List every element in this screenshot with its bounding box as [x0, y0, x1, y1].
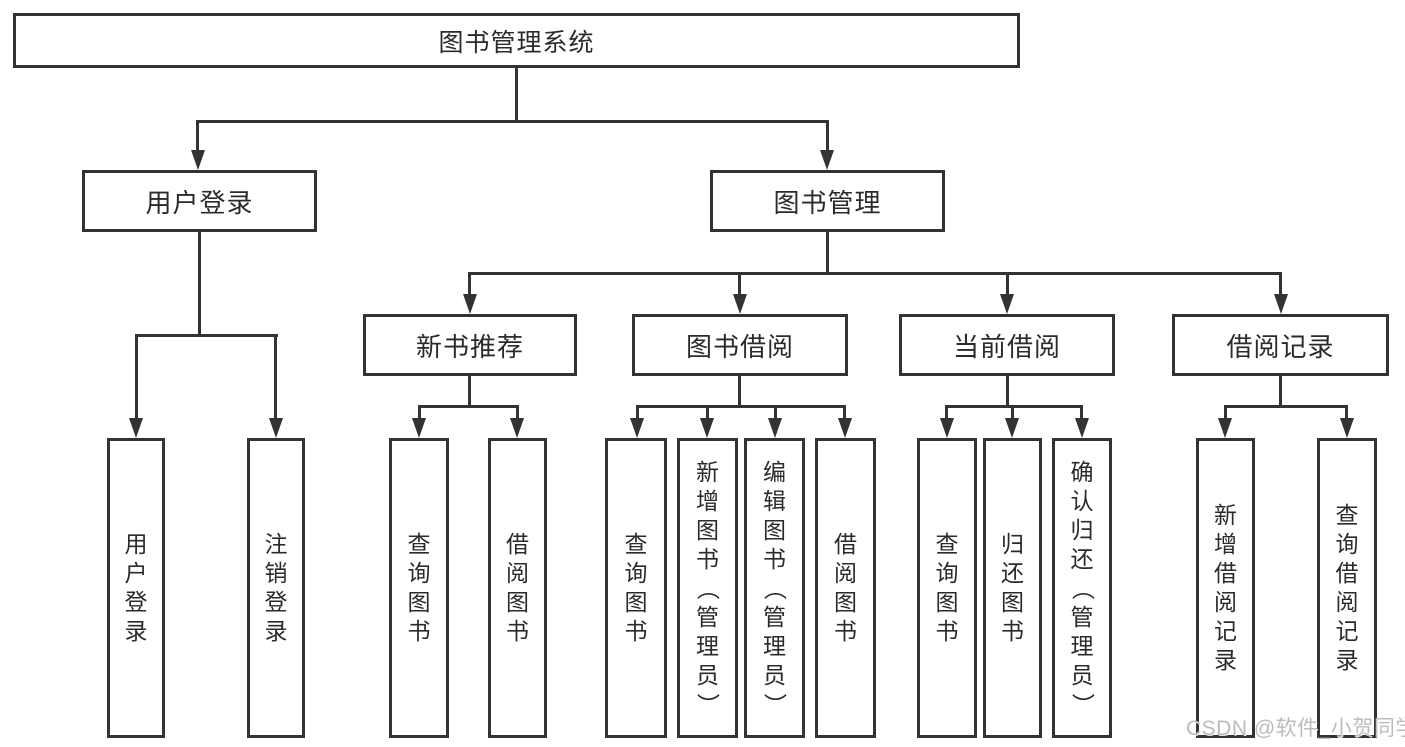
connector-book-borrow-drop: [738, 376, 741, 408]
arrow-down-icon: [733, 294, 747, 314]
leaf-borrow-edit-books-admin: 编辑图书（管理员）: [744, 438, 805, 738]
connector-stem-leaf: [1345, 405, 1348, 420]
leaf-newbook-borrow-books: 借阅图书: [488, 438, 547, 738]
connector-stem-book-mgmt: [826, 120, 829, 154]
leaf-user-login: 用户登录: [107, 438, 165, 738]
arrow-down-icon: [940, 418, 954, 438]
connector-new-book-drop: [468, 376, 471, 408]
node-book-borrowing: 图书借阅: [632, 314, 848, 376]
arrow-down-icon: [838, 418, 852, 438]
connector-stem-leaf: [774, 405, 777, 420]
arrow-down-icon: [1274, 294, 1288, 314]
arrow-down-icon: [700, 418, 714, 438]
arrow-down-icon: [463, 294, 477, 314]
connector-stem-leaf: [843, 405, 846, 420]
connector-stem-leaf: [636, 405, 639, 420]
arrow-down-icon: [630, 418, 644, 438]
leaf-borrow-query-books: 查询图书: [605, 438, 667, 738]
leaf-borrow-add-books-admin: 新增图书（管理员）: [677, 438, 738, 738]
connector-root-split: [196, 120, 829, 123]
node-root-library-system: 图书管理系统: [13, 13, 1020, 68]
connector-stem-leaf: [1011, 405, 1014, 420]
leaf-current-return-books: 归还图书: [983, 438, 1042, 738]
connector-stem-book-borrow: [738, 272, 741, 298]
node-new-book-recommend: 新书推荐: [363, 314, 577, 376]
arrow-down-icon: [1075, 418, 1089, 438]
arrow-down-icon: [1340, 418, 1354, 438]
leaf-records-add-record: 新增借阅记录: [1196, 438, 1255, 738]
arrow-down-icon: [412, 418, 426, 438]
watermark-text: CSDN @软件_小贺同学: [1186, 717, 1405, 740]
leaf-borrow-borrow-books: 借阅图书: [815, 438, 876, 738]
arrow-down-icon: [1000, 294, 1014, 314]
node-user-login: 用户登录: [82, 170, 317, 232]
arrow-down-icon: [191, 150, 205, 170]
node-borrow-records: 借阅记录: [1172, 314, 1389, 376]
connector-user-login-split: [135, 334, 278, 337]
connector-book-borrow-split: [636, 405, 846, 408]
connector-new-book-split: [418, 405, 519, 408]
connector-stem-user-login: [196, 120, 199, 154]
connector-stem-leaf: [945, 405, 948, 420]
arrow-down-icon: [768, 418, 782, 438]
connector-stem-borrow-records: [1279, 272, 1282, 298]
connector-stem-leaf: [135, 334, 138, 420]
connector-borrow-records-split: [1224, 405, 1348, 408]
connector-stem-leaf: [706, 405, 709, 420]
leaf-records-query-record: 查询借阅记录: [1317, 438, 1377, 738]
arrow-down-icon: [1005, 418, 1019, 438]
connector-stem-leaf: [274, 334, 277, 420]
connector-current-borrow-drop: [1006, 376, 1009, 408]
node-book-management: 图书管理: [710, 170, 945, 232]
connector-stem-current-borrow: [1006, 272, 1009, 298]
connector-borrow-records-drop: [1279, 376, 1282, 408]
arrow-down-icon: [269, 418, 283, 438]
leaf-current-confirm-return-admin: 确认归还（管理员）: [1052, 438, 1112, 738]
connector-book-mgmt-drop: [826, 232, 829, 275]
leaf-newbook-query-books: 查询图书: [389, 438, 449, 738]
connector-stem-new-book: [468, 272, 471, 298]
connector-book-mgmt-split: [468, 272, 1282, 275]
node-current-borrowing: 当前借阅: [899, 314, 1115, 376]
connector-user-login-drop: [198, 232, 201, 336]
leaf-current-query-books: 查询图书: [917, 438, 977, 738]
arrow-down-icon: [510, 418, 524, 438]
connector-stem-leaf: [418, 405, 421, 420]
connector-stem-leaf: [516, 405, 519, 420]
connector-stem-leaf: [1224, 405, 1227, 420]
arrow-down-icon: [129, 418, 143, 438]
arrow-down-icon: [820, 150, 834, 170]
connector-root-drop: [515, 68, 518, 123]
connector-current-borrow-split: [945, 405, 1083, 408]
connector-stem-leaf: [1080, 405, 1083, 420]
arrow-down-icon: [1218, 418, 1232, 438]
leaf-logout: 注销登录: [247, 438, 305, 738]
